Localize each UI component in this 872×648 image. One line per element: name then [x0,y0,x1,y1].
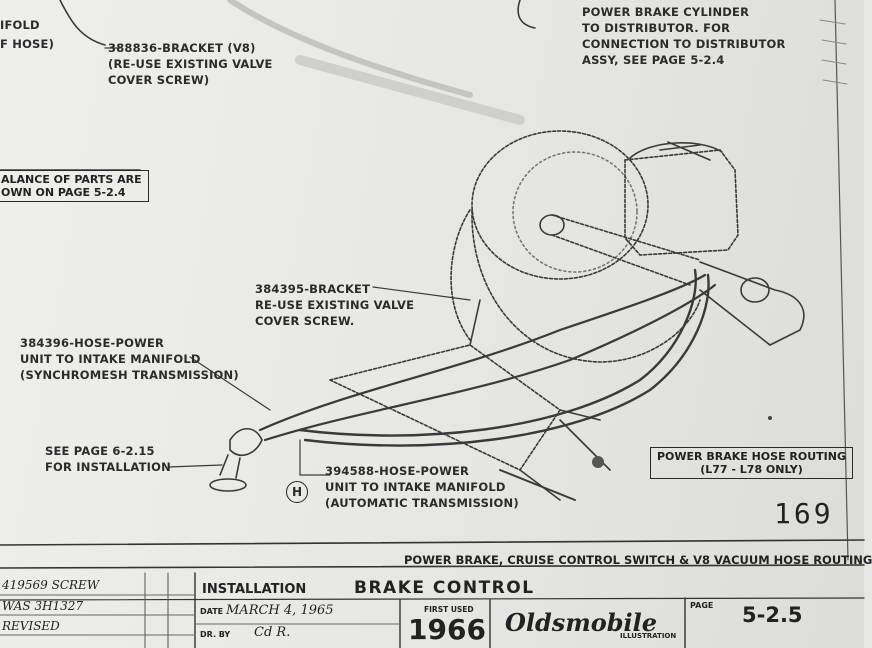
box-line: POWER BRAKE HOSE ROUTING [657,450,847,463]
box-line: ALANCE OF PARTS ARE [1,173,142,186]
callout-line: (RE-USE EXISTING VALVE [108,57,273,71]
fragment-text-1: IFOLD [0,18,40,32]
date-label: DATE [200,607,224,616]
callout-line: COVER SCREW) [108,73,210,87]
drawn-by-value: Cd R. [254,625,291,640]
view-marker: H [286,481,308,503]
balance-of-parts-box: ALANCE OF PARTS ARE OWN ON PAGE 5-2.4 [0,170,149,202]
box-line: OWN ON PAGE 5-2.4 [1,186,126,199]
first-used-value: 1966 [408,613,486,646]
section-title: POWER BRAKE, CRUISE CONTROL SWITCH & V8 … [404,553,872,567]
callout-line: COVER SCREW. [255,314,355,328]
callout-line: CONNECTION TO DISTRIBUTOR [582,37,786,51]
revision-entry: 419569 SCREW [2,578,100,592]
revision-entry: REVISED [2,619,60,633]
callout-line: ASSY, SEE PAGE 5-2.4 [582,53,725,67]
callout-line: (AUTOMATIC TRANSMISSION) [325,496,519,510]
oldsmobile-logo: Oldsmobile [505,608,658,637]
callout-line: 388836-BRACKET (V8) [108,41,256,55]
callout-line: 384395-BRACKET [255,282,371,296]
callout-line: 394588-HOSE-POWER [325,464,470,478]
date-value: MARCH 4, 1965 [226,603,334,618]
callout-line: SEE PAGE 6-2.15 [45,444,155,458]
callout-line: RE-USE EXISTING VALVE [255,298,415,312]
page-number: 169 [774,497,834,530]
revision-entry: WAS 3H1327 [2,599,84,613]
page-label: PAGE [690,601,714,610]
page-value: 5-2.5 [742,603,803,627]
callout-line: FOR INSTALLATION [45,460,171,474]
first-used-label: FIRST USED [424,605,474,614]
box-line: (L77 - L78 ONLY) [700,463,803,476]
callout-line: (SYNCHROMESH TRANSMISSION) [20,368,239,382]
group-title: BRAKE CONTROL [354,578,535,598]
callout-line: TO DISTRIBUTOR. FOR [582,21,731,35]
installation-label: INSTALLATION [202,582,307,597]
callout-line: UNIT TO INTAKE MANIFOLD [20,352,201,366]
hose-routing-box: POWER BRAKE HOSE ROUTING (L77 - L78 ONLY… [650,447,854,479]
callout-line: 384396-HOSE-POWER [20,336,165,350]
callout-line: UNIT TO INTAKE MANIFOLD [325,480,506,494]
drawn-by-label: DR. BY [200,630,231,639]
logo-subtitle: ILLUSTRATION [620,632,677,640]
callout-line: POWER BRAKE CYLINDER [582,5,750,19]
fragment-text-2: F HOSE) [0,37,55,51]
